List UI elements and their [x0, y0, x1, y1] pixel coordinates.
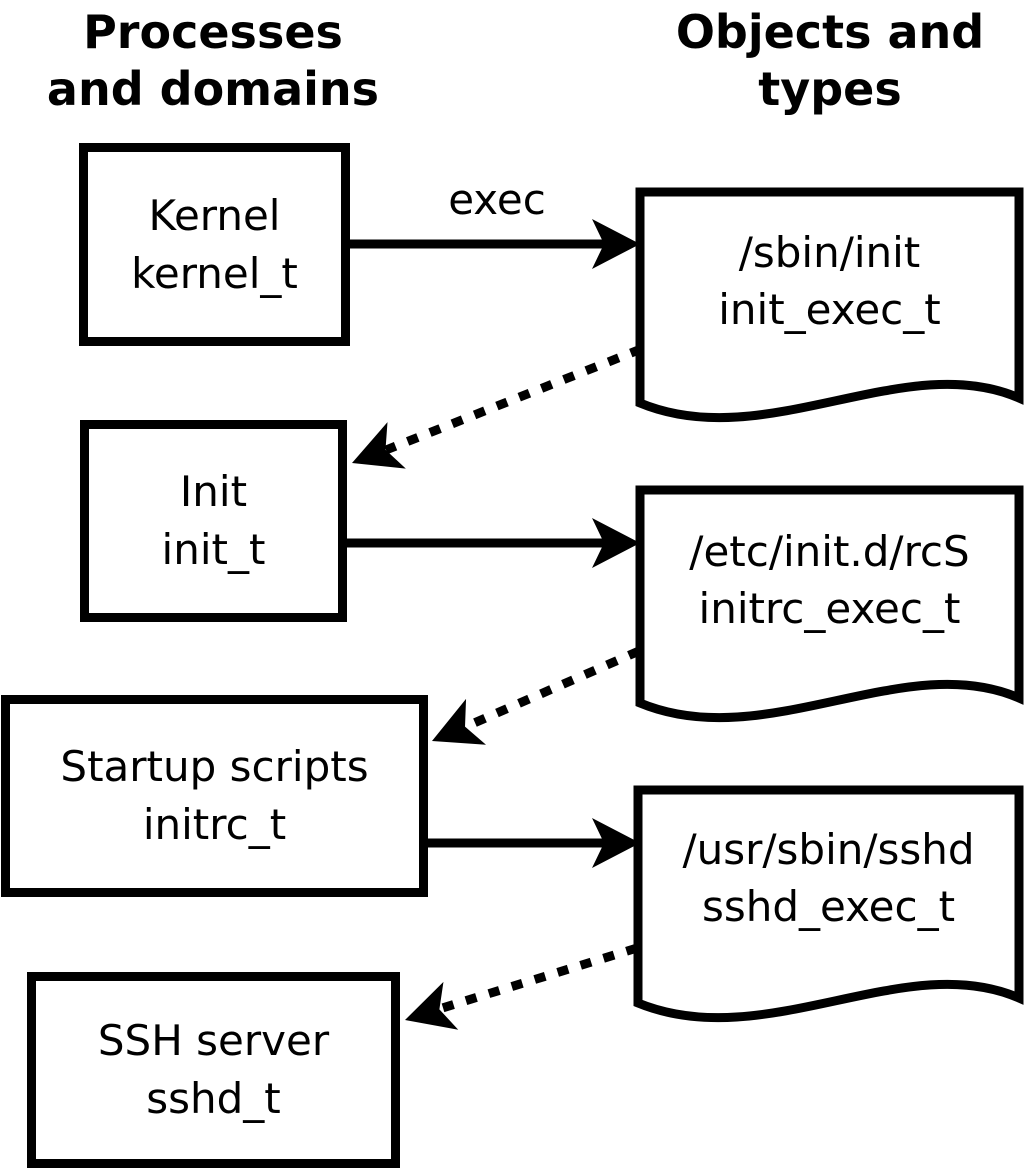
sbin-init-document-shape	[635, 187, 1024, 423]
transition-arrow-usr-sbin-sshd-to-ssh-server	[405, 943, 639, 1030]
arrowhead-icon	[592, 818, 640, 868]
init-box: Init init_t	[80, 420, 347, 622]
column-header-objects-line1: Objects and	[675, 5, 985, 59]
process-name: SSH server	[97, 1016, 330, 1065]
usr-sbin-sshd-document-shape	[633, 785, 1024, 1023]
exec-arrow-init-to-etc-initd-rcs	[347, 518, 640, 568]
transition-arrow-sbin-init-to-init	[352, 344, 643, 469]
column-header-objects: Objects and types	[645, 4, 1015, 118]
arrowhead-icon	[592, 219, 640, 269]
arrowhead-icon	[432, 698, 486, 745]
arrowhead-icon	[405, 981, 459, 1030]
column-header-objects-line2: types	[758, 62, 902, 116]
process-domain: sshd_t	[146, 1074, 281, 1123]
arrowhead-icon	[352, 422, 406, 469]
column-header-processes: Processes and domains	[30, 4, 396, 118]
process-name: Kernel	[148, 190, 281, 240]
process-domain: initrc_t	[142, 800, 287, 849]
column-header-processes-line2: and domains	[46, 62, 380, 116]
startup-scripts-box: Startup scripts initrc_t	[1, 695, 428, 897]
exec-arrow-startup-scripts-to-usr-sbin-sshd	[428, 818, 640, 868]
process-domain: kernel_t	[131, 248, 298, 298]
kernel-box: Kernel kernel_t	[79, 143, 350, 346]
exec-arrow-kernel-to-sbin-init	[349, 219, 640, 269]
transition-arrow-etc-initd-rcs-to-startup-scripts	[432, 646, 641, 745]
process-domain: init_t	[161, 525, 266, 574]
ssh-server-box: SSH server sshd_t	[27, 972, 400, 1168]
process-name: Init	[179, 467, 248, 516]
exec-arrow-label: exec	[448, 175, 546, 224]
etc-initd-rcs-document-shape	[635, 485, 1024, 723]
arrowhead-icon	[592, 518, 640, 568]
column-header-processes-line1: Processes	[83, 5, 343, 59]
process-name: Startup scripts	[60, 742, 369, 791]
